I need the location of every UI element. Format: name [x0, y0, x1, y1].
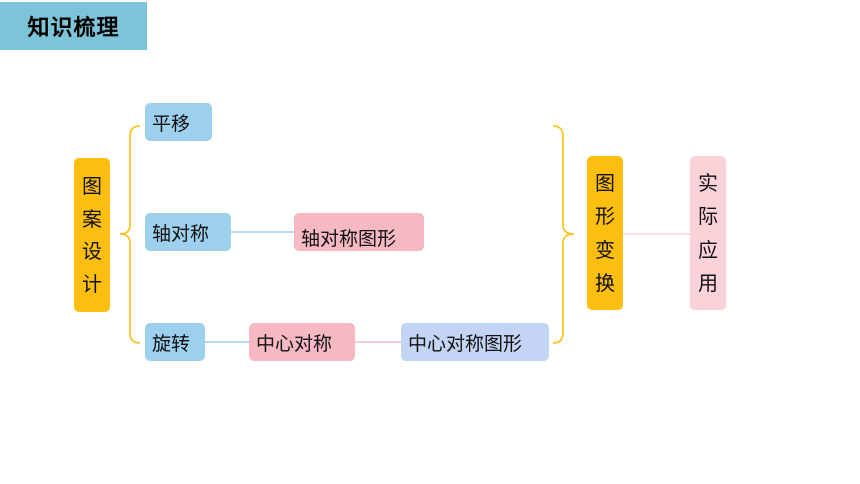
node-transformation: 图形变换 — [587, 156, 623, 310]
vertical-char: 图 — [82, 174, 102, 199]
vertical-char: 案 — [82, 206, 102, 231]
left-brace — [119, 125, 141, 344]
node-central-symmetric-figure: 中心对称图形 — [401, 323, 549, 361]
vertical-char: 实 — [698, 171, 718, 196]
vertical-char: 用 — [698, 270, 718, 295]
vertical-char: 形 — [595, 204, 615, 229]
page-title: 知识梳理 — [0, 2, 147, 50]
vertical-char: 变 — [595, 237, 615, 262]
right-brace — [552, 125, 575, 344]
vertical-char: 计 — [82, 271, 102, 296]
node-root: 图案设计 — [74, 158, 110, 312]
node-application: 实际应用 — [690, 156, 726, 310]
vertical-char: 应 — [698, 237, 718, 262]
node-axial-symmetry: 轴对称 — [145, 213, 231, 251]
node-central-symmetry: 中心对称 — [249, 323, 355, 361]
node-axial-symmetric-figure: 轴对称图形 — [294, 213, 424, 251]
node-translation: 平移 — [145, 103, 212, 141]
vertical-char: 图 — [595, 171, 615, 196]
vertical-char: 设 — [82, 239, 102, 264]
node-rotation: 旋转 — [145, 323, 205, 361]
vertical-char: 际 — [698, 204, 718, 229]
vertical-char: 换 — [595, 270, 615, 295]
